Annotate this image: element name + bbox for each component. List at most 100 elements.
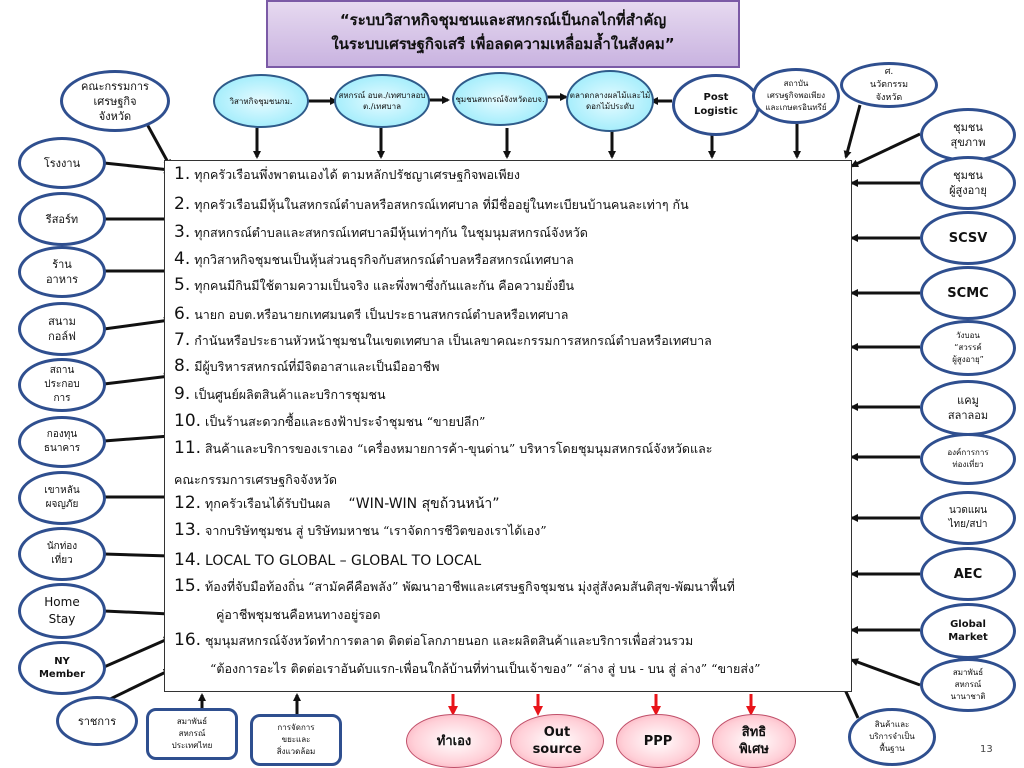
arrow-left-2 xyxy=(103,161,172,174)
node-line: แคมู xyxy=(957,394,979,407)
arrow-right-1 xyxy=(850,132,921,168)
node-line: ผลไม้และ xyxy=(607,91,641,100)
node-line: ประเทศไทย xyxy=(171,741,213,750)
arrow-left-6 xyxy=(103,372,172,386)
pink-do-it-yourself: ทำเอง xyxy=(406,714,502,768)
pink-outsource: Out source xyxy=(510,714,604,768)
node-right-elderly-community: ชุมชนผู้สูงอายุ xyxy=(920,156,1016,210)
node-line: Member xyxy=(38,669,86,680)
pink-ppp: PPP xyxy=(616,714,700,768)
node-line: เศรษฐกิจ xyxy=(93,94,137,108)
item-12: 12.ทุกครัวเรือนได้รับปันผล“WIN-WIN สุขถ้… xyxy=(174,493,500,513)
node-left-committee: คณะกรรมการเศรษฐกิจจังหวัด xyxy=(60,70,170,132)
node-line: รีสอร์ท xyxy=(45,212,79,226)
node-left-restaurant: ร้านอาหาร xyxy=(18,246,106,298)
node-right-aec: AEC xyxy=(920,547,1016,601)
item-16: 16.ชุมนุมสหกรณ์จังหวัดทำการตลาด ติดต่อโล… xyxy=(174,630,694,650)
node-line: จังหวัด xyxy=(98,109,132,123)
node-line: Global xyxy=(950,619,986,630)
node-line: นักท่อง xyxy=(46,541,78,552)
node-line: ขยะและ xyxy=(281,735,311,744)
node-community-enterprise: วิสาหกิจชุมชนกม. xyxy=(213,74,309,128)
node-line: จังหวัด xyxy=(503,94,528,104)
node-line: สมาพันธ์ xyxy=(176,717,208,726)
arrow-left-7 xyxy=(103,432,172,443)
node-line: “สวรรค์ xyxy=(954,343,982,352)
node-right-scsv: SCSV xyxy=(920,211,1016,265)
item-15: 15.ท้องที่จับมือท้องถิ่น “สามัคคีคือพลัง… xyxy=(174,576,735,596)
node-right-intl-coop: สมาพันธ์สหกรณ์นานาชาติ xyxy=(920,658,1016,712)
item-5: 5.ทุกคนมีกินมีใช้ตามความเป็นจริง และพึ่ง… xyxy=(174,275,575,295)
item-11-continued: คณะกรรมการเศรษฐกิจจังหวัด xyxy=(174,472,337,487)
arrow-left-5 xyxy=(103,316,172,331)
node-line: นวัตกรรม xyxy=(869,79,909,90)
node-right-tourism-org: องค์การการท่องเที่ยว xyxy=(920,433,1016,485)
node-line: ร้าน xyxy=(52,258,72,271)
node-line: องค์การการ xyxy=(947,448,989,457)
node-line: ชุมชน xyxy=(953,169,983,182)
node-line: Home xyxy=(44,595,80,609)
node-line: วิสาหกิจชุมชน xyxy=(229,96,280,106)
arrow-down-7 xyxy=(843,104,862,159)
node-line: นวดแผน xyxy=(948,505,988,516)
node-line: อบจ. xyxy=(527,94,545,104)
node-line: Out xyxy=(543,725,571,740)
node-left-business: สถานประกอบการ xyxy=(18,358,106,412)
node-line: จังหวัด xyxy=(875,92,903,103)
node-line: สินค้าและ xyxy=(874,720,910,729)
item-16-continued: “ต้องการอะไร ติดต่อเราอันดับแรก-เพื่อนใก… xyxy=(210,661,761,676)
node-line: สนาม xyxy=(48,315,76,328)
item-1: 1.ทุกครัวเรือนพึ่งพาตนเองได้ ตามหลักปรัช… xyxy=(174,164,520,184)
node-line: เศรษฐกิจพอเพียง xyxy=(766,91,825,100)
node-line: สหกรณ์ อบต./ xyxy=(338,91,389,100)
item-15-continued: คู่อาชีพชุมชนคือหนทางอยู่รอด xyxy=(216,607,381,622)
node-line: เที่ยว xyxy=(51,555,73,566)
node-line: บริการจำเป็น xyxy=(869,732,915,741)
node-line: ไม้ดอก xyxy=(585,91,651,111)
item-9: 9.เป็นศูนย์ผลิตสินค้าและบริการชุมชน xyxy=(174,384,386,404)
node-line: ศ. xyxy=(884,66,894,77)
node-provincial-coop: ชุมชนสหกรณ์จังหวัดอบจ. xyxy=(452,72,548,126)
node-line: ประกอบ xyxy=(44,379,80,390)
node-line: SCMC xyxy=(947,285,989,301)
node-right-basic-goods: สินค้าและบริการจำเป็นพื้นฐาน xyxy=(848,708,936,766)
node-line: โรงงาน xyxy=(43,156,81,170)
main-content-box xyxy=(164,160,852,692)
node-left-tourist: นักท่องเที่ยว xyxy=(18,527,106,581)
node-line: นานาชาติ xyxy=(950,692,986,701)
node-line: ชุมชน xyxy=(953,121,983,134)
node-left-golf: สนามกอล์ฟ xyxy=(18,302,106,356)
node-line: สถาน xyxy=(49,365,75,376)
node-line: สหกรณ์ xyxy=(954,680,982,689)
node-line: ผจญภัย xyxy=(45,499,79,510)
node-line: ผู้สูงอายุ” xyxy=(952,355,984,364)
node-line: source xyxy=(532,742,582,757)
node-line: สิ่งแวดล้อม xyxy=(276,747,316,756)
page-number: 13 xyxy=(980,744,993,755)
node-right-health-community: ชุมชนสุขภาพ xyxy=(920,108,1016,162)
node-line: พื้นฐาน xyxy=(879,744,905,753)
node-line: คณะกรรมการ xyxy=(81,79,149,93)
node-line: ราชการ xyxy=(77,714,117,728)
node-line: การจัดการ xyxy=(277,723,315,732)
item-4: 4.ทุกวิสาหกิจชุมชนเป็นหุ้นส่วนธุรกิจกับส… xyxy=(174,249,574,269)
node-innovation-center: ศ. นวัตกรรมจังหวัด xyxy=(840,62,938,108)
node-line: ไทย/สปา xyxy=(948,519,988,530)
node-line: กม. xyxy=(279,96,293,106)
node-line: อบต./เทศบาล xyxy=(363,91,426,111)
title-line-1: “ระบบวิสาหกิจชุมชนและสหกรณ์เป็นกลไกที่สำ… xyxy=(339,11,667,29)
node-line: Post xyxy=(703,92,729,103)
item-11: 11.สินค้าและบริการของเราเอง “เครื่องหมาย… xyxy=(174,438,713,458)
node-line: Stay xyxy=(48,612,76,626)
node-line: กองทุน xyxy=(46,429,78,440)
node-line: ไม้ประดับ xyxy=(600,102,635,111)
node-right-wangbon: วังบอน“สวรรค์ผู้สูงอายุ” xyxy=(920,320,1016,376)
node-line: SCSV xyxy=(948,230,988,246)
node-right-thai-massage: นวดแผนไทย/สปา xyxy=(920,491,1016,545)
node-line: กอล์ฟ xyxy=(48,330,76,343)
node-line: อาหาร xyxy=(45,273,79,286)
